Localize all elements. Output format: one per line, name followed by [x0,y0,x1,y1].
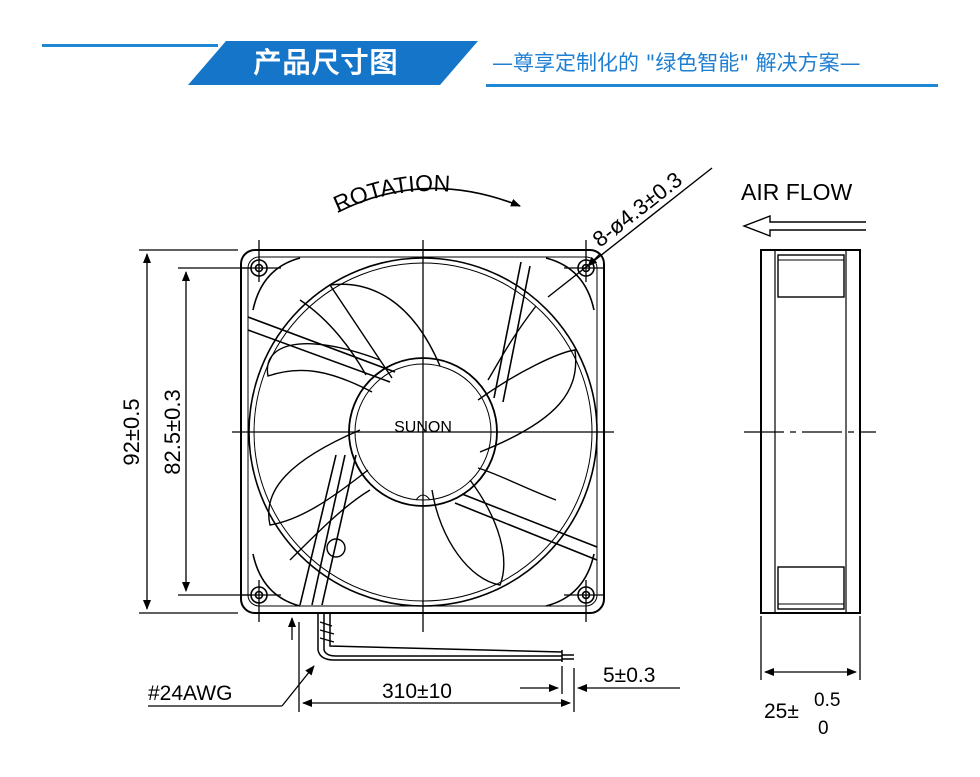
wire-gauge-leader [148,617,315,707]
page-title: 产品尺寸图 [253,46,399,79]
hole-spec-label: 8-ø4.3±0.3 [588,167,687,252]
fan-struts [247,261,598,606]
hole-callout-leader [547,167,713,298]
dimension-wire-length [298,622,575,712]
rotation-label: ROTATION [329,170,451,217]
fan-side-view [744,249,876,614]
dimension-wire-strip [520,666,680,694]
thickness-upper-tolerance: 0.5 [814,690,840,711]
dimension-thickness [760,616,861,680]
hole-callout-arrow [587,253,601,267]
thickness-label: 25± [764,700,799,723]
header-title-tab [188,41,478,85]
hole-pitch-label: 82.5±0.3 [160,389,185,474]
wire-length-label: 310±10 [382,680,452,703]
wire-grommet [326,538,346,558]
dimension-outer [139,249,238,614]
header-right-rule [486,84,938,87]
thickness-lower-tolerance: 0 [818,718,829,739]
outer-dimension-label: 92±0.5 [119,398,144,465]
header-left-rule [42,44,218,47]
airflow-arrow [742,214,866,238]
fan-blades [266,283,577,586]
wire-strip-label: 5±0.3 [603,664,655,687]
rotation-arrow [337,187,521,213]
center-lines [232,240,614,632]
page-subtitle: —尊享定制化的 "绿色智能" 解决方案— [492,51,861,75]
brand-label: SUNON [394,419,452,436]
dimension-hole-pitch [178,267,250,596]
wire-gauge-label: #24AWG [148,682,232,705]
airflow-label: AIR FLOW [741,179,852,205]
lead-wires [317,612,574,662]
